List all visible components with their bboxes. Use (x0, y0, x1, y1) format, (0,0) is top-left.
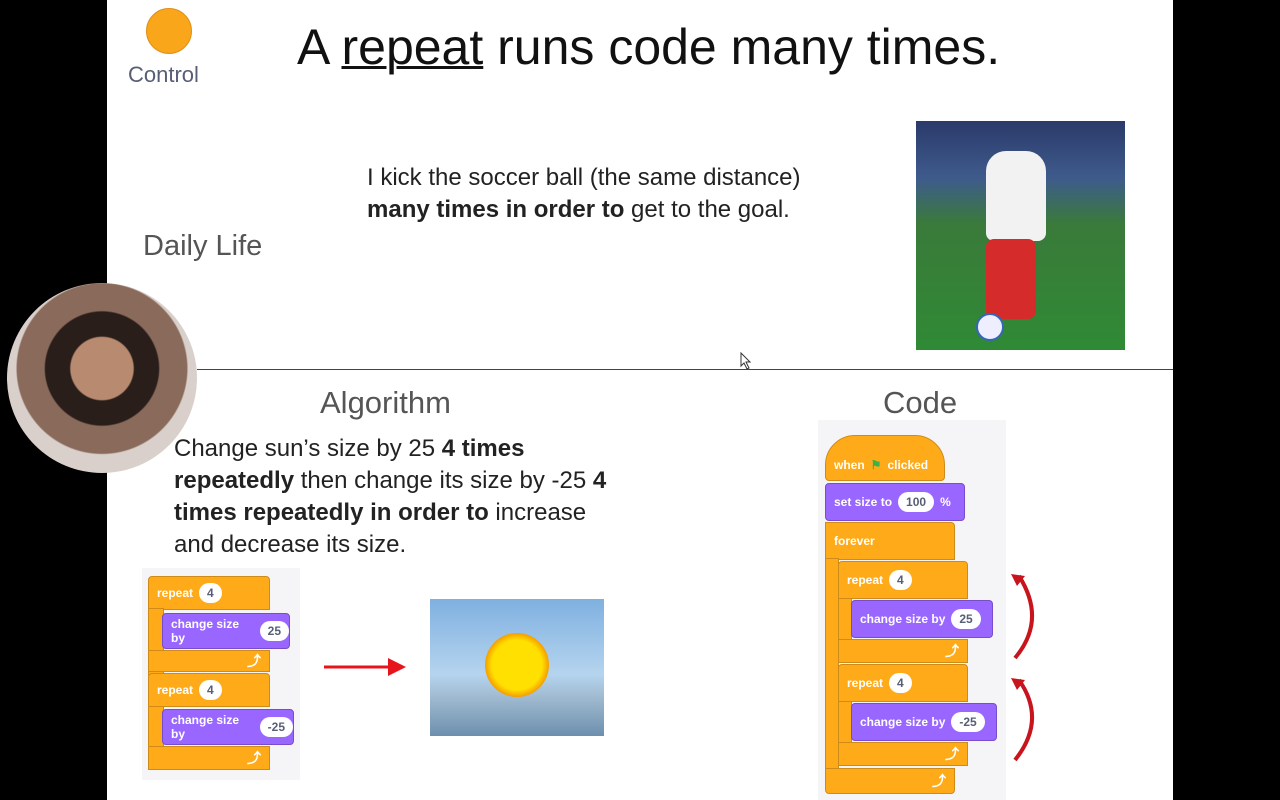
sun-icon (485, 633, 549, 697)
algorithm-text: Change sun’s size by 25 4 times repeated… (174, 435, 607, 558)
soccer-player-photo (916, 121, 1125, 350)
right-arrow-icon (324, 658, 406, 676)
daily-life-label: Daily Life (143, 230, 263, 262)
green-flag-icon: ⚑ (870, 458, 882, 472)
forever-block: forever (825, 522, 955, 560)
slide-title: A repeat runs code many times. (297, 19, 1001, 75)
code-label: Code (883, 385, 958, 420)
slide: Control A repeat runs code many times. D… (107, 0, 1173, 800)
loop-arrows-icon (1011, 574, 1034, 762)
algorithm-label: Algorithm (320, 385, 451, 420)
divider (197, 369, 1173, 370)
category-label: Control (128, 62, 199, 87)
control-category-icon (146, 8, 192, 54)
sun-sprite-image (430, 599, 604, 736)
mouse-cursor-icon (740, 352, 752, 370)
daily-life-text: I kick the soccer ball (the same distanc… (367, 164, 801, 223)
presenter-webcam (7, 283, 197, 473)
